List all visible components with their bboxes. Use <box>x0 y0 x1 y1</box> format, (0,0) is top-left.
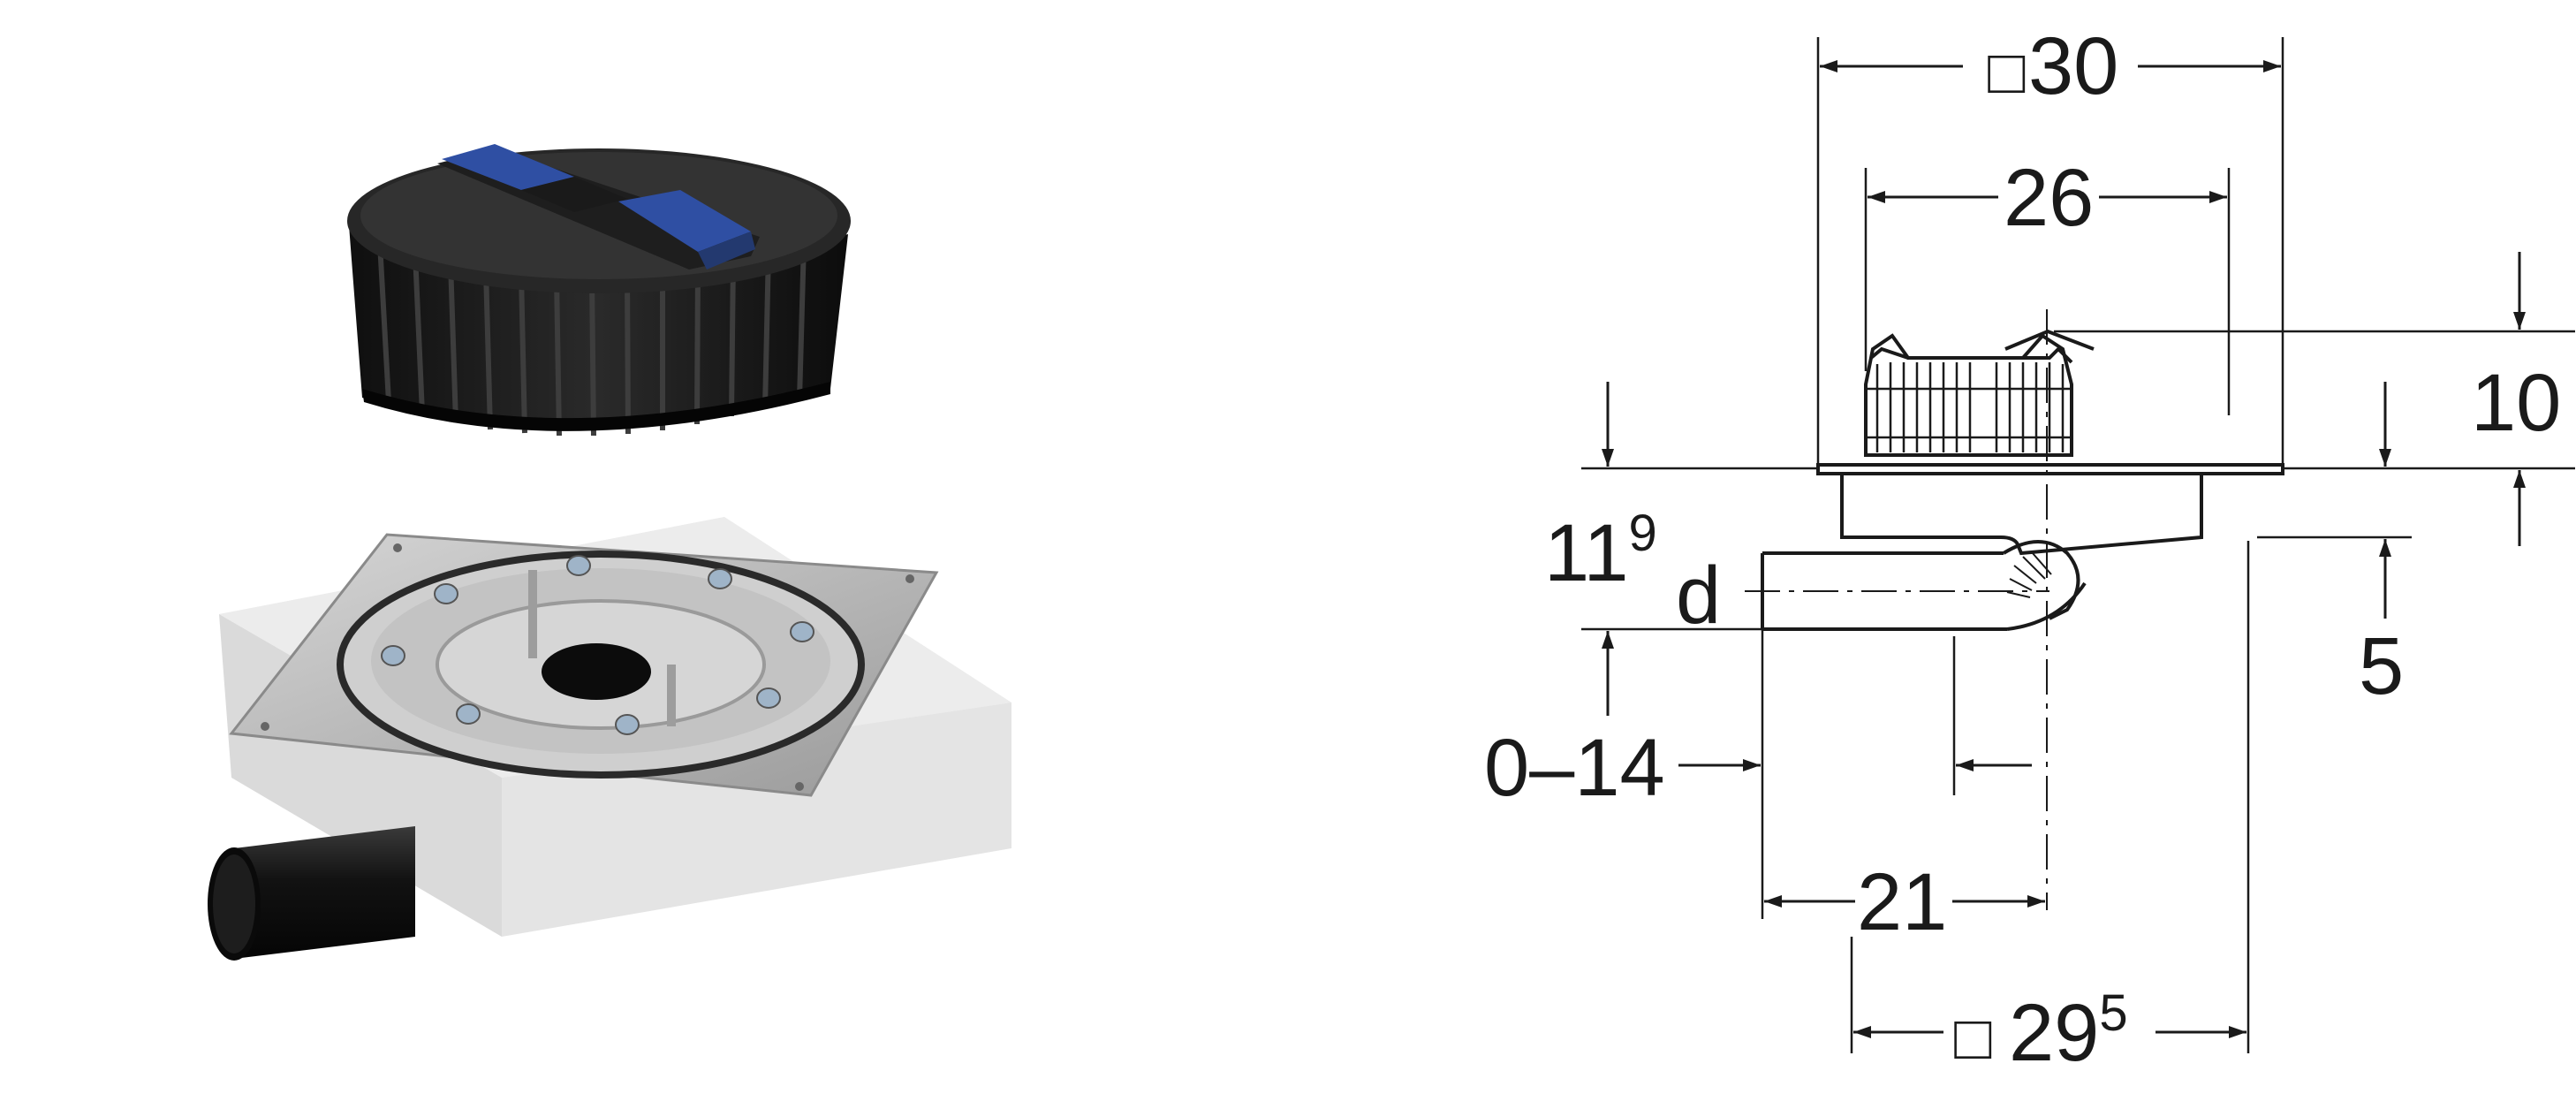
grate-height-label: 10 <box>2471 358 2561 448</box>
outlet-height-main: 11 <box>1544 508 1629 598</box>
outlet-offset-label: 21 <box>1857 857 1947 947</box>
base-width-label: 295 <box>2009 984 2128 1078</box>
drain-grating-icon <box>347 144 851 437</box>
dimension-labels: □ 30 26 10 5 119 d 0–14 21 □ 295 <box>1484 21 2561 1078</box>
base-square-symbol: □ <box>1954 1003 1991 1072</box>
dimension-lines <box>1602 60 2526 1038</box>
drawing-outlet-pipe <box>1761 540 2087 631</box>
flange-height-label: 5 <box>2359 621 2404 711</box>
drawing-grating-section <box>1864 329 2095 457</box>
grate-width-label: 26 <box>2004 153 2094 243</box>
outlet-height-sup: 9 <box>1629 505 1657 562</box>
overall-square-symbol: □ <box>1988 37 2025 106</box>
base-width-main: 29 <box>2009 988 2099 1078</box>
technical-drawing <box>1581 37 2575 1053</box>
base-width-sup: 5 <box>2099 984 2127 1042</box>
outlet-height-label: 119 <box>1544 505 1657 598</box>
drawing-flange-plate <box>1816 463 2284 475</box>
extension-lines <box>1581 37 2575 1053</box>
drawing-drain-body <box>1840 474 2203 556</box>
adjust-range-label: 0–14 <box>1484 723 1665 813</box>
overall-width-label: 30 <box>2028 21 2118 111</box>
drain-body-icon <box>208 517 1011 961</box>
outlet-diameter-label: d <box>1676 551 1721 641</box>
